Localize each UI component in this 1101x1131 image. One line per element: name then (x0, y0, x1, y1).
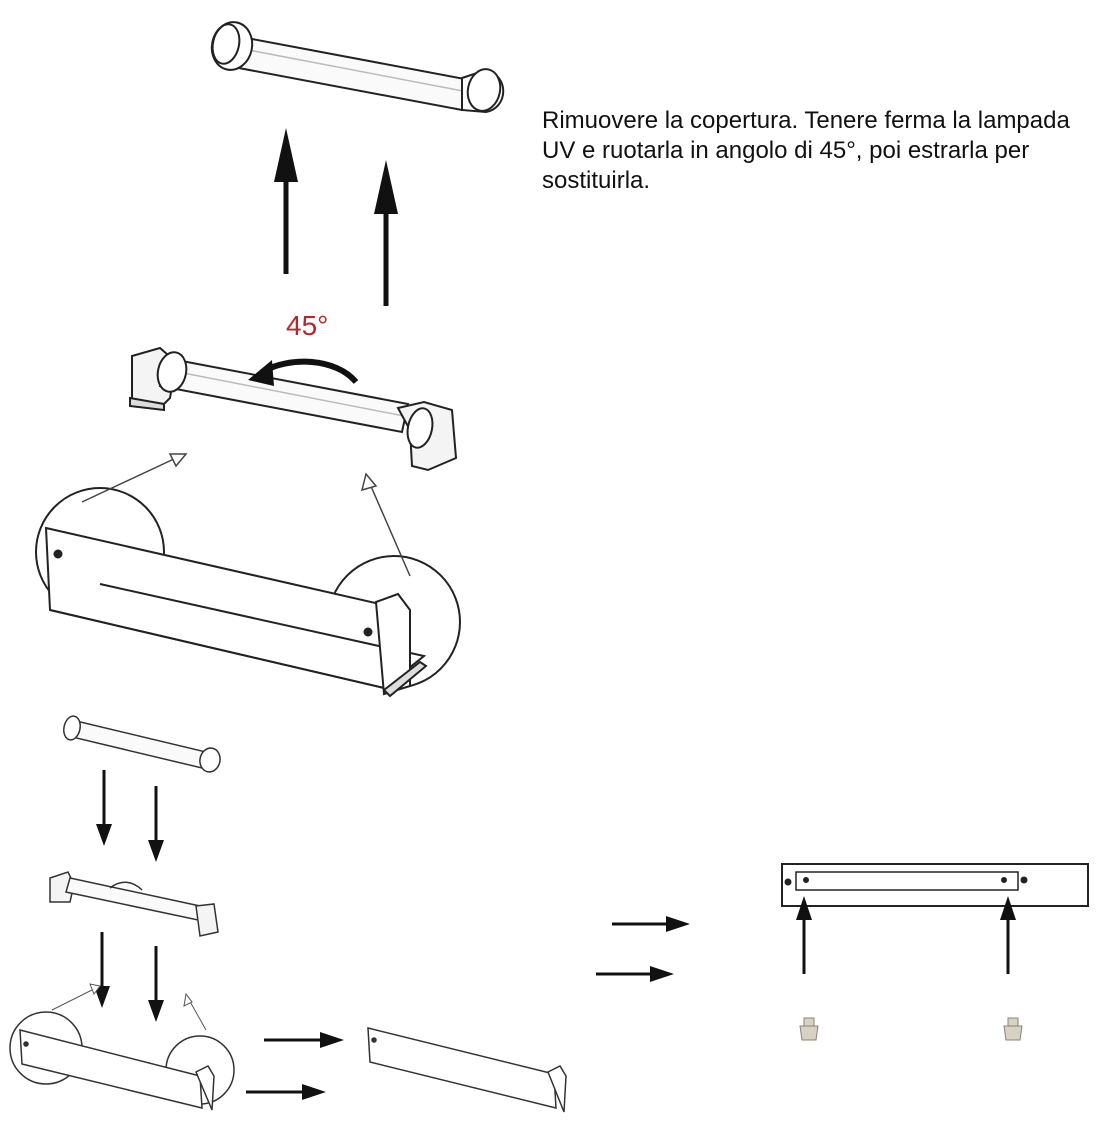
right-arrows-small-2 (596, 916, 690, 982)
right-arrow-icon (264, 1032, 344, 1048)
up-arrow-icon (1000, 896, 1016, 974)
down-arrow-icon (148, 786, 164, 862)
instruction-line-1: Rimuovere la copertura. Tenere ferma la … (542, 107, 1070, 134)
instruction-line-3: sostituirla. (542, 167, 651, 194)
down-arrow-icon (94, 932, 110, 1008)
uv-lamp-small-in-sockets (49, 871, 219, 937)
uv-lamp-in-sockets (129, 346, 458, 472)
front-panel (781, 863, 1089, 907)
rotation-arrow-icon (248, 358, 359, 386)
housing-panel-small (367, 1027, 567, 1113)
uv-lamp-small (63, 715, 221, 773)
down-arrows-small-2 (94, 932, 164, 1022)
uv-lamp-large-top (210, 21, 505, 114)
rotation-angle-label: 45° (286, 310, 329, 341)
down-arrow-icon (148, 946, 164, 1022)
right-arrow-icon (612, 916, 690, 932)
instruction-line-2: UV e ruotarla in angolo di 45°, poi estr… (542, 137, 1030, 164)
detail-leader-arrows (81, 453, 411, 577)
instruction-text: Rimuovere la copertura. Tenere ferma la … (542, 106, 1101, 196)
screw-arrows (796, 896, 1016, 974)
screw-left-icon (799, 1017, 819, 1041)
lamp-housing-magnified (35, 487, 461, 698)
down-arrow-icon (96, 770, 112, 846)
right-arrow-icon (246, 1084, 326, 1100)
down-arrows-small-1 (96, 770, 164, 862)
up-arrow-icon (796, 896, 812, 974)
up-arrow-icon (274, 128, 298, 274)
lift-arrows-large (274, 128, 398, 306)
right-arrow-icon (596, 966, 674, 982)
screw-right-icon (1003, 1017, 1023, 1041)
right-arrows-small-1 (246, 1032, 344, 1100)
up-arrow-icon (374, 160, 398, 306)
lamp-housing-small-magnified (9, 983, 235, 1111)
